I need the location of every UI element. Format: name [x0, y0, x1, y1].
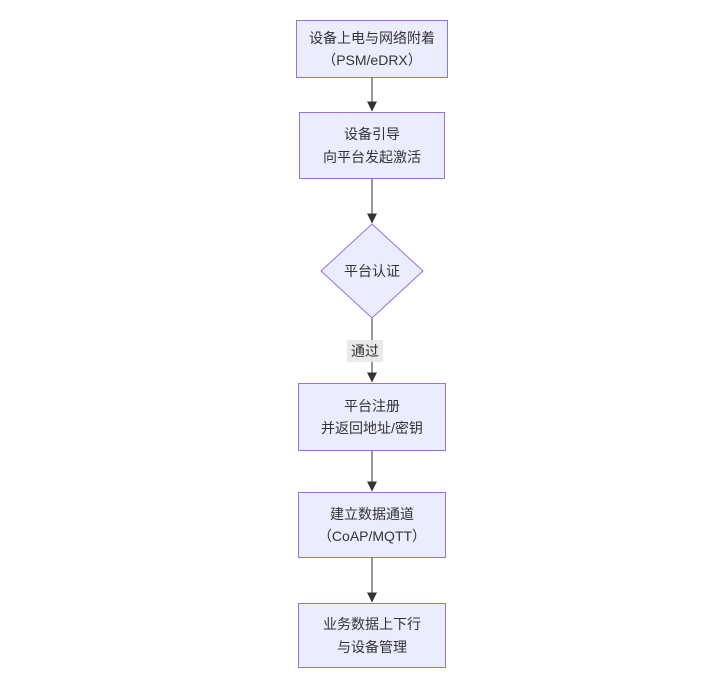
decision-diamond-label: 平台认证: [344, 263, 400, 279]
node-label-line: 建立数据通道: [330, 505, 414, 522]
edge-label-pass: 通过: [347, 340, 383, 362]
node-data-channel: 建立数据通道 （CoAP/MQTT）: [298, 492, 446, 558]
node-label-line: 设备引导: [344, 126, 400, 143]
node-bootstrap: 设备引导 向平台发起激活: [299, 112, 445, 179]
node-label-line: 平台注册: [344, 397, 400, 414]
node-register: 平台注册 并返回地址/密钥: [298, 383, 446, 451]
node-power-attach: 设备上电与网络附着 （PSM/eDRX）: [296, 20, 448, 78]
node-label-line: 并返回地址/密钥: [321, 420, 423, 436]
node-business: 业务数据上下行 与设备管理: [298, 603, 446, 668]
decision-diamond: [320, 223, 424, 319]
node-label-line: 设备上电与网络附着: [309, 29, 435, 46]
node-label-line: 与设备管理: [337, 638, 407, 655]
node-label-line: （PSM/eDRX）: [322, 52, 422, 68]
node-label-line: 业务数据上下行: [323, 616, 421, 633]
node-label-line: 向平台发起激活: [323, 148, 421, 165]
node-label-line: （CoAP/MQTT）: [317, 528, 427, 544]
